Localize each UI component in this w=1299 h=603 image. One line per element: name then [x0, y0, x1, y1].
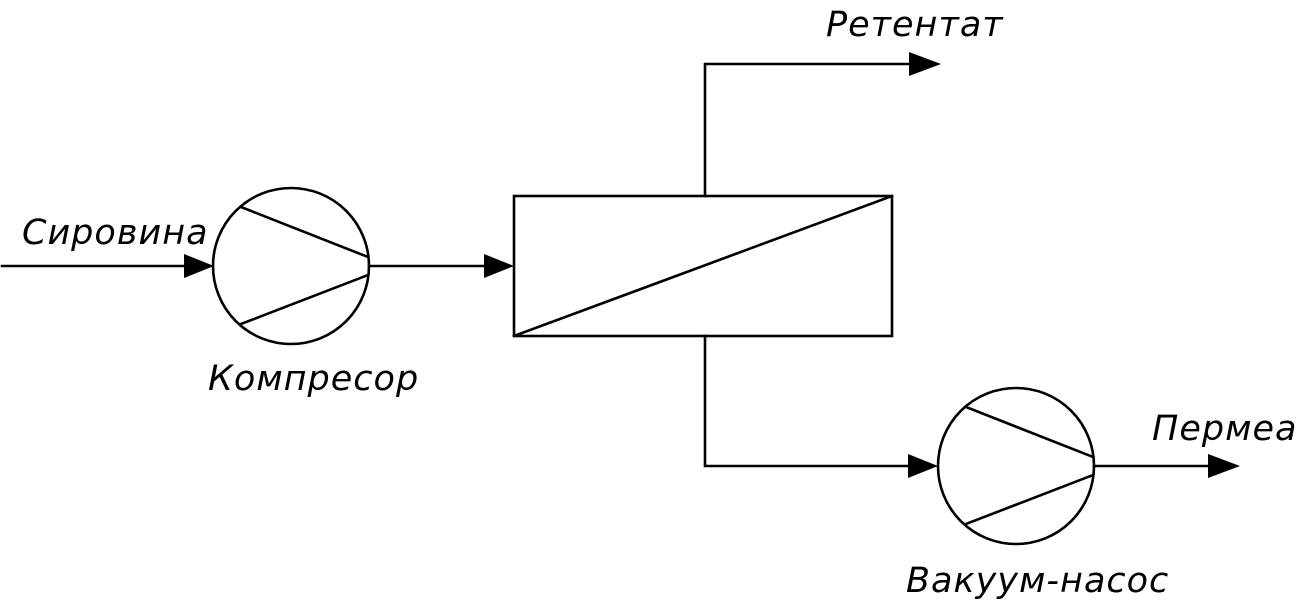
vacuum-pump-circle — [936, 386, 1096, 546]
vacuum-pump-blade-lower — [964, 473, 1095, 526]
permeate-to-pump-line — [703, 334, 912, 468]
vacuum-pump — [936, 386, 1096, 546]
membrane-module — [512, 194, 894, 338]
membrane-divider — [512, 194, 894, 338]
retentate-arrow — [909, 52, 941, 76]
vacuum-pump-label: Вакуум-насос — [906, 561, 1169, 601]
permeate-label: Пермеат — [1152, 409, 1299, 449]
compressor-circle — [211, 186, 371, 346]
retentate-label: Ретентат — [826, 5, 1004, 45]
membrane-inlet-arrow — [484, 254, 514, 278]
compressor-blade-lower — [239, 273, 370, 326]
retentate-line — [703, 62, 914, 198]
compressor-blade-upper — [239, 205, 370, 259]
permeate-arrow — [1208, 454, 1240, 478]
compressor-label: Компресор — [208, 359, 419, 399]
compressor — [211, 186, 371, 346]
feed-label: Сировина — [22, 213, 209, 253]
vacuum-pump-inlet-arrow — [908, 454, 938, 478]
feed-arrow — [184, 254, 214, 278]
vacuum-pump-blade-upper — [964, 405, 1095, 459]
